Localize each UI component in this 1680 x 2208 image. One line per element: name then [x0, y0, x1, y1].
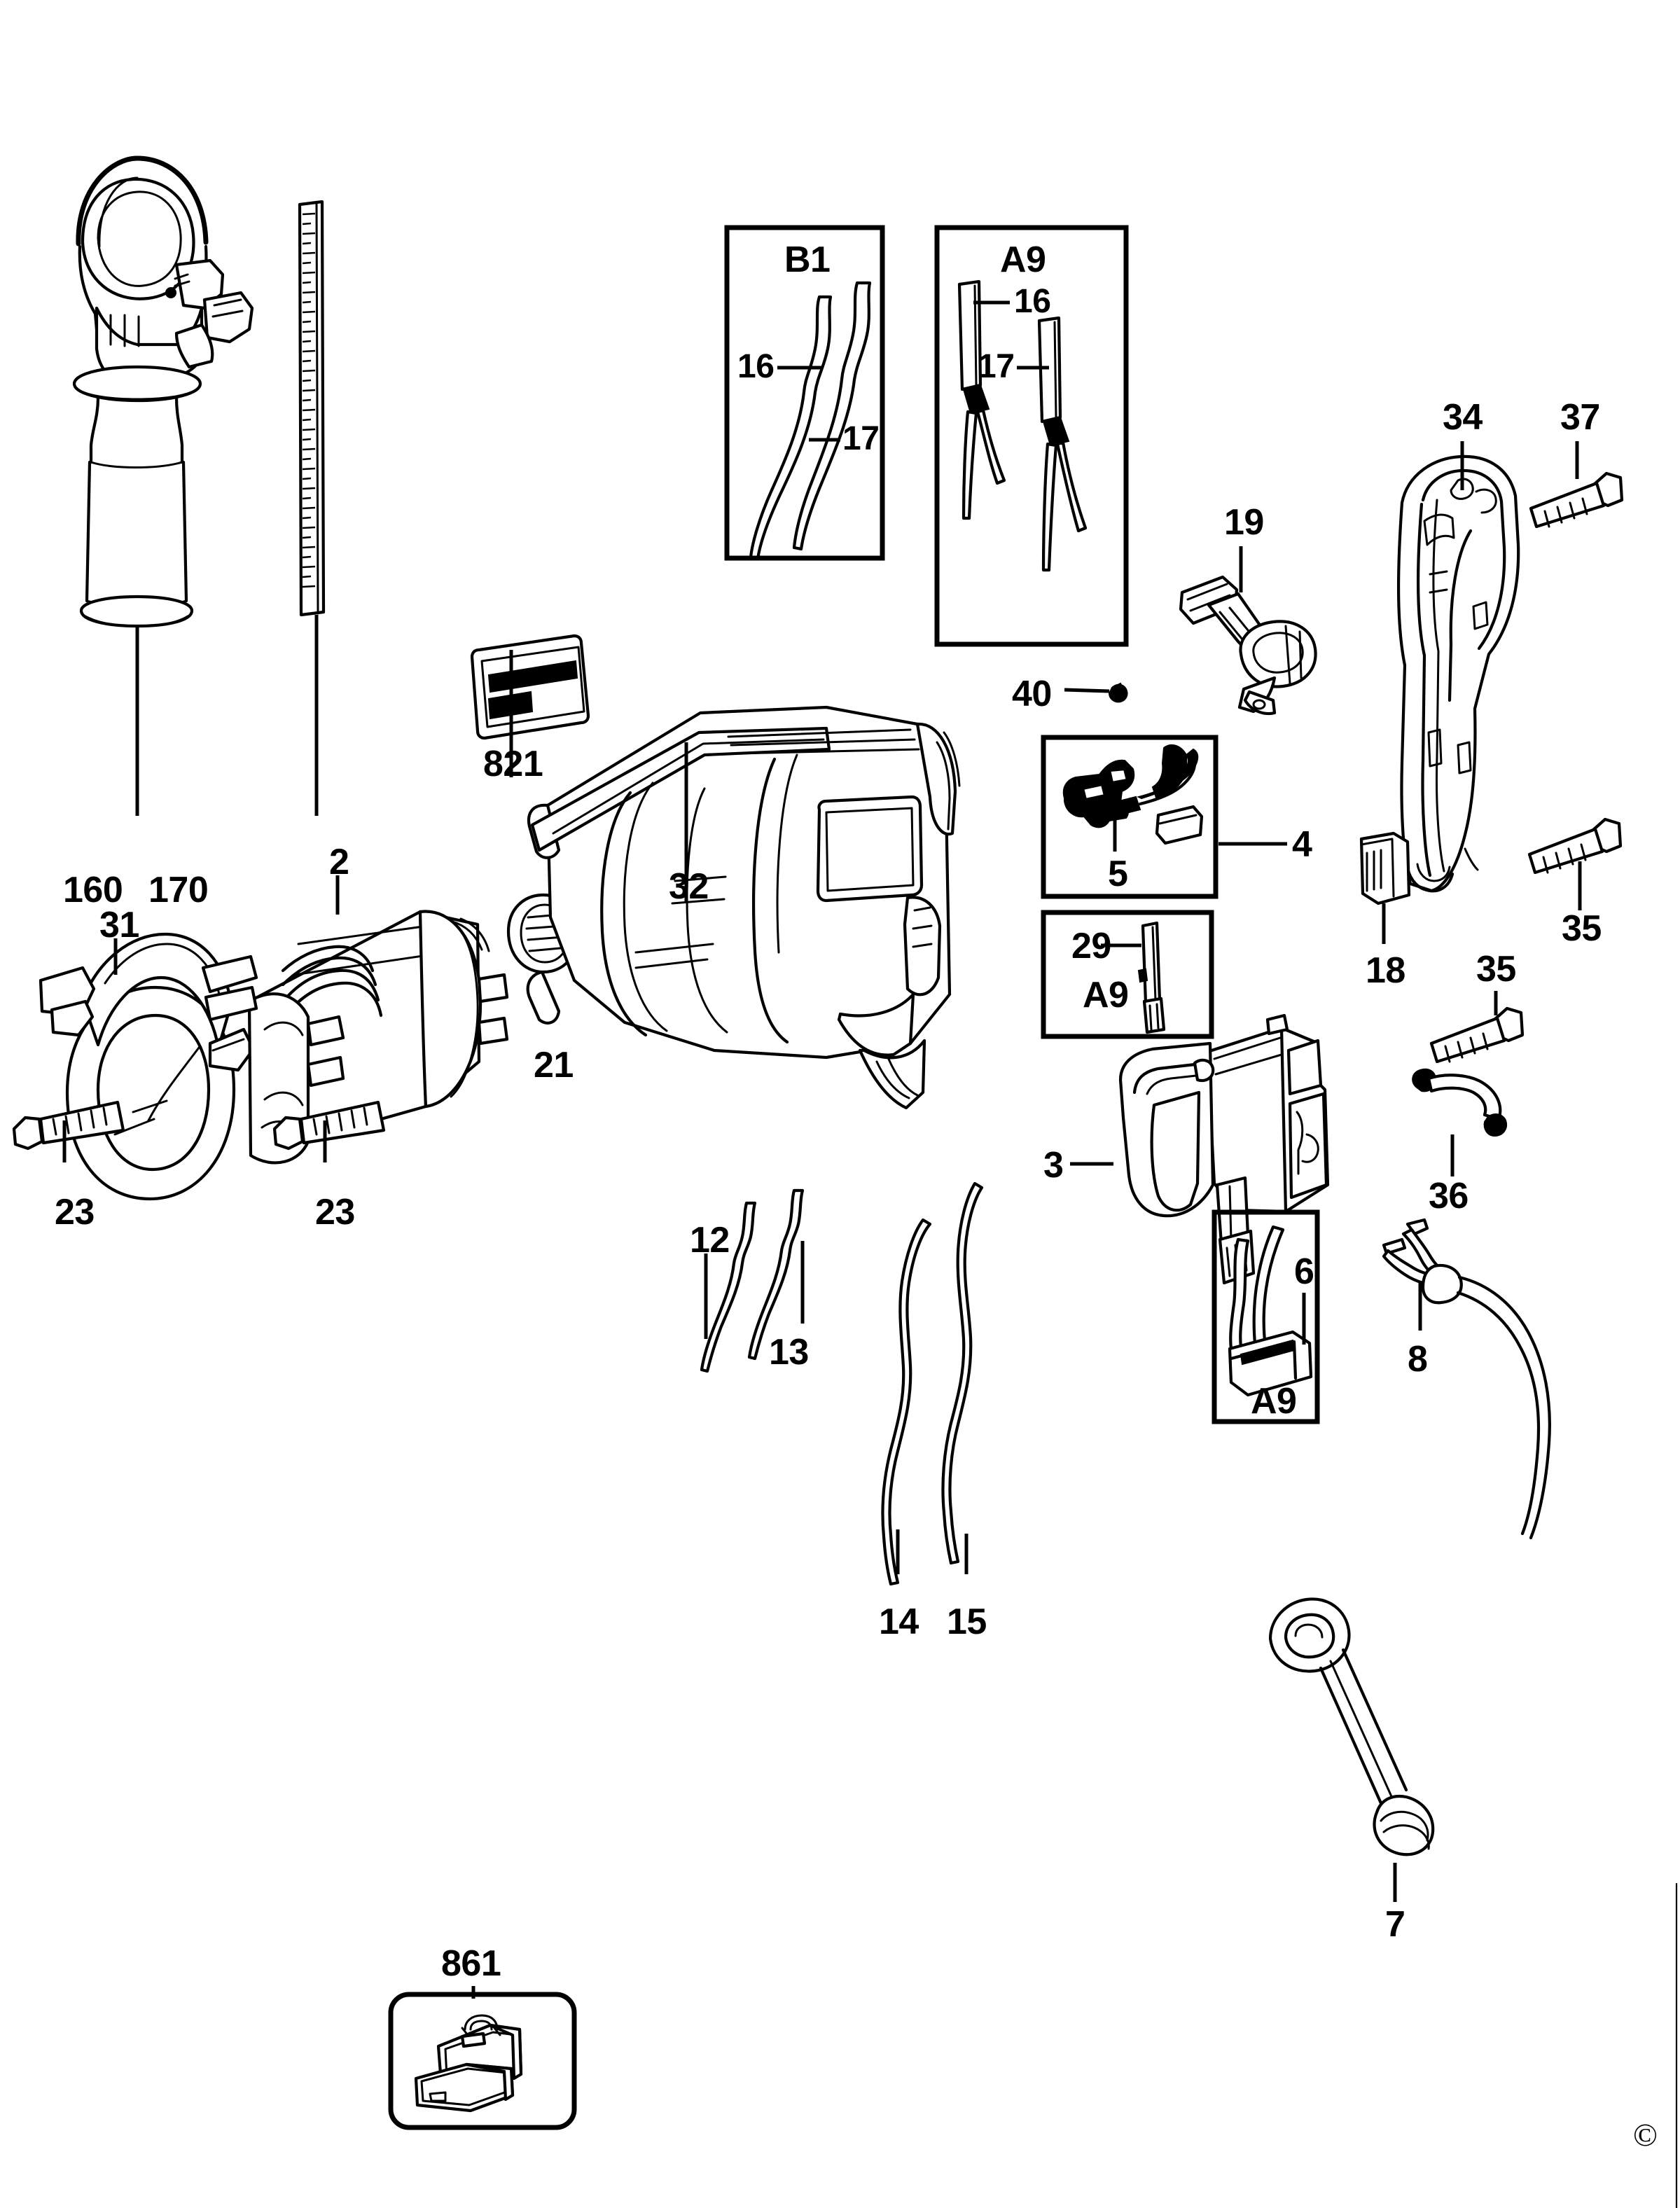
callout-2: 2 — [329, 842, 349, 882]
callout-7: 7 — [1385, 1904, 1405, 1945]
group-box-a9-top — [934, 225, 1129, 647]
group-label-a9-29: A9 — [1083, 975, 1129, 1015]
part-screw-35b — [1429, 1006, 1525, 1064]
callout-821: 821 — [483, 744, 543, 784]
part-side-handle-160 — [72, 155, 254, 628]
part-brush-cap-18 — [1359, 831, 1411, 905]
part-lead-12 — [700, 1201, 757, 1373]
callout-19: 19 — [1224, 502, 1264, 543]
group-a9-top-leads — [957, 279, 1088, 572]
group-box-a9-29 — [1041, 910, 1214, 1039]
callout-40: 40 — [1012, 674, 1052, 714]
part-screw-23b — [272, 1100, 386, 1151]
part-lead-13 — [747, 1188, 805, 1361]
callout-18: 18 — [1366, 950, 1405, 991]
part-depth-rod-170 — [298, 200, 326, 617]
callout-35-upper: 35 — [1562, 908, 1602, 949]
part-label-821 — [470, 634, 590, 740]
callout-37: 37 — [1560, 397, 1600, 438]
callout-861: 861 — [441, 1943, 501, 1984]
callout-b1-16: 16 — [737, 348, 775, 385]
callout-23-right: 23 — [315, 1192, 355, 1233]
callout-160: 160 — [63, 870, 123, 910]
callout-23-left: 23 — [55, 1192, 95, 1233]
callout-32: 32 — [669, 866, 709, 907]
callout-170: 170 — [148, 870, 209, 910]
callout-4: 4 — [1292, 824, 1312, 865]
group-switch-kit-4 — [1062, 744, 1204, 845]
part-terminal-40 — [1108, 682, 1128, 703]
copyright-symbol: © — [1633, 2117, 1658, 2153]
part-handle-half-3 — [1118, 1013, 1330, 1285]
callout-35-lower: 35 — [1476, 949, 1516, 990]
callout-34: 34 — [1443, 397, 1483, 438]
group-box-b1 — [724, 225, 885, 561]
callout-29: 29 — [1071, 926, 1111, 966]
part-power-cord-8 — [1382, 1218, 1551, 1540]
callout-13: 13 — [769, 1332, 809, 1373]
callout-21: 21 — [534, 1045, 574, 1085]
part-baffle-31 — [39, 932, 256, 1201]
callout-6: 6 — [1294, 1251, 1314, 1292]
part-lead-14 — [881, 1218, 932, 1586]
part-jumper-36 — [1412, 1068, 1507, 1137]
callout-b1-17: 17 — [842, 420, 880, 457]
callout-31: 31 — [99, 905, 139, 945]
group-label-a9-top: A9 — [1000, 239, 1046, 280]
group-terminal-29 — [1137, 921, 1166, 1034]
part-screw-37 — [1529, 471, 1624, 529]
callout-8: 8 — [1408, 1339, 1428, 1380]
part-grip-sleeve-7 — [1268, 1597, 1435, 1856]
callout-3: 3 — [1043, 1145, 1064, 1186]
group-brush-6 — [1228, 1225, 1313, 1397]
group-label-a9-brush: A9 — [1251, 1381, 1297, 1422]
callout-a9-16: 16 — [1014, 283, 1051, 320]
callout-36: 36 — [1429, 1176, 1469, 1216]
part-cord-clamp-19 — [1179, 575, 1317, 716]
part-carrying-case-861 — [414, 2014, 523, 2113]
part-housing-32 — [526, 705, 961, 1110]
callout-a9-17: 17 — [978, 348, 1015, 385]
leader-40 — [1064, 688, 1110, 693]
group-label-b1: B1 — [784, 239, 831, 280]
callout-5: 5 — [1108, 854, 1128, 894]
group-box-switch-4 — [1041, 735, 1219, 899]
part-screw-23a — [12, 1100, 125, 1151]
callout-12: 12 — [690, 1220, 730, 1261]
callout-15: 15 — [947, 1602, 987, 1642]
part-handle-cover-34 — [1396, 454, 1520, 893]
group-box-a9-brush — [1212, 1209, 1320, 1424]
callout-14: 14 — [879, 1602, 919, 1642]
part-lead-15 — [941, 1181, 984, 1565]
kit-box-frame — [388, 1992, 577, 2130]
part-screw-35a — [1527, 817, 1623, 875]
